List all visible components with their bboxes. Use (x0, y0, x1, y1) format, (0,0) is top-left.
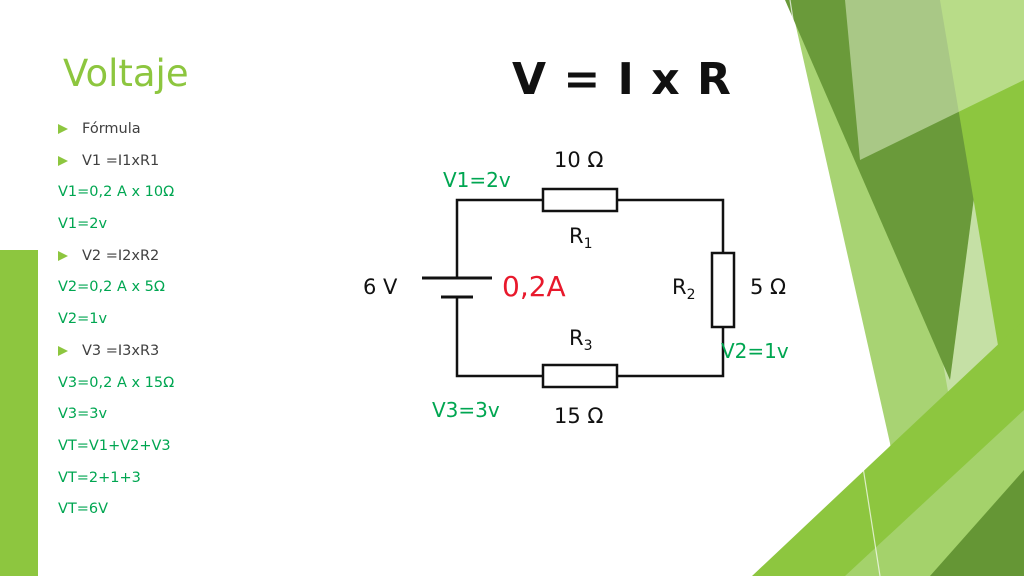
bullet-item: V2 =I2xR2 (58, 241, 174, 273)
sub-item: V2=1v (58, 304, 174, 336)
slide-title: Voltaje (63, 52, 189, 95)
v3-drop-label: V3=3v (432, 398, 500, 422)
bullet-item: V1 =I1xR1 (58, 146, 174, 178)
item-text: VT=6V (58, 501, 109, 518)
r1-letter: R (569, 224, 584, 248)
bullet-item: V3 =I3xR3 (58, 336, 174, 368)
ohms-law-formula: V = I x R (512, 54, 732, 105)
r1-subscript: 1 (583, 236, 593, 253)
wire-bottom-left (455, 297, 543, 378)
r3-value: 15 Ω (554, 404, 604, 428)
sub-item: V3=3v (58, 399, 174, 431)
source-voltage-label: 6 V (363, 275, 398, 299)
bullet-arrow-icon (58, 124, 68, 134)
v1-drop-label: V1=2v (443, 168, 511, 192)
bullet-arrow-icon (58, 250, 68, 261)
item-text: V1=2v (58, 216, 108, 233)
right-shape-pale (845, 0, 1024, 160)
wire-top (455, 198, 543, 278)
r2-label: R2 (672, 275, 696, 304)
r3-subscript: 3 (583, 338, 593, 355)
item-text: V3=0,2 A x 15Ω (58, 374, 175, 391)
item-text: Fórmula (82, 121, 141, 137)
r2-letter: R (672, 275, 687, 299)
r2-value: 5 Ω (750, 275, 787, 299)
wire-right-bottom (617, 327, 725, 378)
bullet-arrow-icon (58, 345, 68, 356)
item-text: V2 =I2xR2 (82, 247, 160, 264)
sub-item: V1=2v (58, 209, 174, 241)
resistor-r2 (710, 251, 736, 329)
circuit-diagram: 6 V 0,2A 10 Ω R1 R2 5 Ω R3 15 Ω V1=2v V2… (340, 130, 820, 440)
circuit-wires (422, 187, 736, 389)
item-text: V1 =I1xR1 (82, 152, 160, 169)
sub-item: VT=6V (58, 494, 174, 526)
bullet-arrow-icon (58, 155, 68, 166)
sub-item: VT=2+1+3 (58, 463, 174, 495)
resistor-r1 (541, 187, 619, 213)
current-label: 0,2A (502, 270, 566, 303)
bullet-item: Fórmula (58, 114, 174, 146)
v2-drop-label: V2=1v (721, 339, 789, 363)
sub-item: V3=0,2 A x 15Ω (58, 368, 174, 400)
resistor-r3 (541, 363, 619, 389)
r1-value: 10 Ω (554, 148, 604, 172)
r2-subscript: 2 (686, 287, 696, 304)
item-text: V3 =I3xR3 (82, 342, 160, 359)
sub-item: V2=0,2 A x 5Ω (58, 272, 174, 304)
item-text: VT=2+1+3 (58, 469, 141, 486)
item-text: V2=1v (58, 311, 108, 328)
sub-item: VT=V1+V2+V3 (58, 431, 174, 463)
right-thin-line (789, 0, 881, 576)
item-text: V2=0,2 A x 5Ω (58, 279, 165, 296)
r1-label: R1 (569, 224, 593, 253)
item-text: V3=3v (58, 406, 108, 423)
r3-letter: R (569, 326, 584, 350)
item-text: VT=V1+V2+V3 (58, 437, 171, 454)
left-green-bar (0, 250, 38, 576)
item-text: V1=0,2 A x 10Ω (58, 184, 175, 201)
r3-label: R3 (569, 326, 593, 355)
wire-top-right (617, 198, 725, 253)
sub-item: V1=0,2 A x 10Ω (58, 177, 174, 209)
bottom-shape-dark (930, 470, 1024, 576)
